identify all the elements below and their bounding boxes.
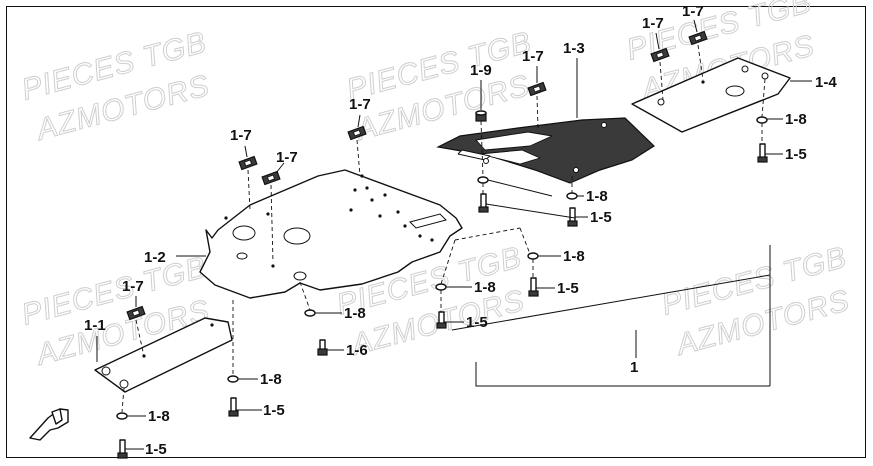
bolt-group [117, 110, 768, 459]
callout-1-7: 1-7 [230, 127, 252, 144]
callout-1-7: 1-7 [642, 15, 664, 32]
plate-left [94, 317, 233, 393]
callout-1-8: 1-8 [563, 248, 585, 265]
callout-1-7: 1-7 [522, 48, 544, 65]
callout-1-8: 1-8 [344, 305, 366, 322]
callout-1-9: 1-9 [470, 62, 492, 79]
callout-1-7: 1-7 [276, 149, 298, 166]
leader-lines [96, 19, 812, 450]
callout-1-7: 1-7 [122, 278, 144, 295]
callout-1-2: 1-2 [144, 249, 166, 266]
callout-1-8: 1-8 [474, 279, 496, 296]
assembly-dash-lines [121, 44, 766, 413]
callout-1-1: 1-1 [84, 317, 106, 334]
callout-1-7: 1-7 [682, 3, 704, 20]
diagram-frame [6, 6, 866, 458]
washer-group [116, 116, 768, 420]
callout-1-7: 1-7 [349, 96, 371, 113]
clip-nut-group [126, 30, 708, 321]
callout-1-4: 1-4 [815, 74, 837, 91]
hook-bracket [29, 408, 69, 441]
callout-1-5: 1-5 [466, 314, 488, 331]
callout-1-5: 1-5 [145, 441, 167, 458]
callout-1-5: 1-5 [590, 209, 612, 226]
callout-1-6: 1-6 [346, 342, 368, 359]
callout-1-5: 1-5 [263, 402, 285, 419]
plate-right [631, 57, 791, 133]
watermark-group: PIECES TGB AZMOTORS PIECES TGB AZMOTORS … [18, 0, 854, 373]
callout-1-3: 1-3 [563, 40, 585, 57]
callout-1-8: 1-8 [148, 408, 170, 425]
callout-1: 1 [630, 359, 638, 376]
skid-plate-main [199, 169, 463, 299]
callout-1-8: 1-8 [260, 371, 282, 388]
callout-labels: 1 1-1 1-2 1-3 1-4 1-7 1-7 1-7 1-7 1-7 1-… [84, 3, 837, 458]
plate-center [436, 117, 655, 184]
callout-1-8: 1-8 [785, 111, 807, 128]
callout-1-5: 1-5 [557, 280, 579, 297]
callout-1-8: 1-8 [586, 188, 608, 205]
callout-1-5: 1-5 [785, 146, 807, 163]
